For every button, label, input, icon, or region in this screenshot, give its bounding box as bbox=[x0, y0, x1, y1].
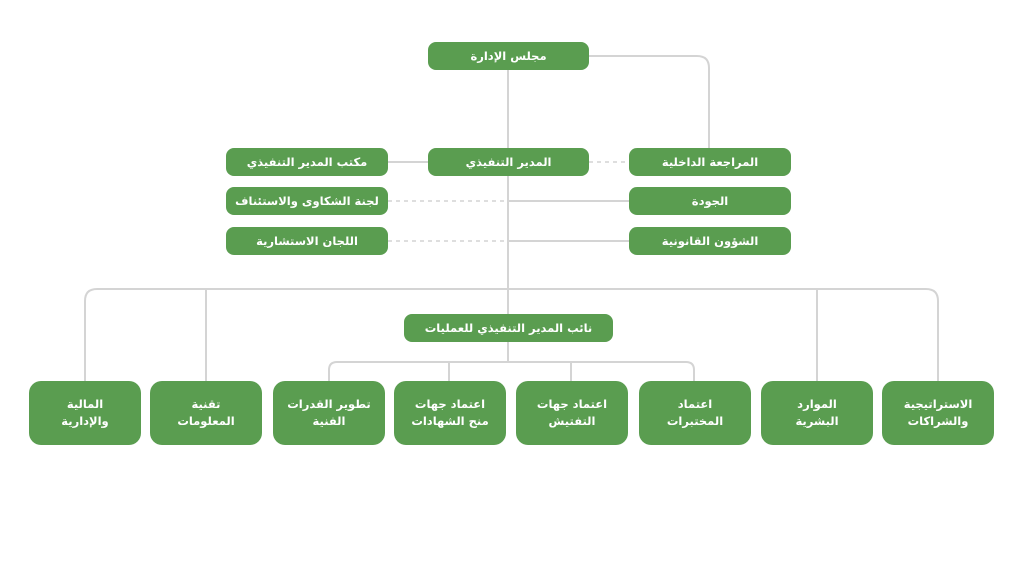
department-box: اعتماد جهات منح الشهادات bbox=[394, 381, 506, 445]
department-label: المالية والإدارية bbox=[61, 397, 109, 428]
right-unit-box: المراجعة الداخلية bbox=[629, 148, 791, 176]
department-box: تطوير القدرات الفنية bbox=[273, 381, 385, 445]
left-unit-box: مكتب المدير التنفيذي bbox=[226, 148, 388, 176]
department-label: الموارد البشرية bbox=[795, 397, 839, 428]
executive-director-label: المدير التنفيذي bbox=[465, 154, 552, 169]
deputy-box: نائب المدير التنفيذي للعمليات bbox=[404, 314, 613, 342]
department-label: اعتماد المختبرات bbox=[666, 397, 724, 428]
department-box: الموارد البشرية bbox=[761, 381, 873, 445]
department-label: اعتماد جهات التفتيش bbox=[536, 397, 608, 428]
executive-director-box: المدير التنفيذي bbox=[428, 148, 589, 176]
left-unit-label: لجنة الشكاوى والاستئناف bbox=[235, 193, 379, 208]
right-unit-label: المراجعة الداخلية bbox=[661, 154, 759, 169]
department-box: تقنية المعلومات bbox=[150, 381, 262, 445]
left-unit-label: اللجان الاستشارية bbox=[256, 233, 358, 248]
left-unit-box: اللجان الاستشارية bbox=[226, 227, 388, 255]
right-unit-box: الشؤون القانونية bbox=[629, 227, 791, 255]
board-to-audit-line bbox=[589, 55, 710, 148]
right-unit-label: الشؤون القانونية bbox=[661, 233, 759, 248]
department-label: تطوير القدرات الفنية bbox=[287, 397, 371, 428]
department-box: اعتماد المختبرات bbox=[639, 381, 751, 445]
board-label: مجلس الإدارة bbox=[470, 48, 547, 63]
department-box: الاستراتيجية والشراكات bbox=[882, 381, 994, 445]
department-box: اعتماد جهات التفتيش bbox=[516, 381, 628, 445]
right-unit-box: الجودة bbox=[629, 187, 791, 215]
deputy-label: نائب المدير التنفيذي للعمليات bbox=[424, 320, 593, 335]
department-box: المالية والإدارية bbox=[29, 381, 141, 445]
left-unit-label: مكتب المدير التنفيذي bbox=[246, 154, 368, 169]
department-label: تقنية المعلومات bbox=[177, 397, 235, 428]
right-unit-label: الجودة bbox=[691, 193, 729, 208]
department-label: اعتماد جهات منح الشهادات bbox=[411, 397, 489, 428]
left-unit-box: لجنة الشكاوى والاستئناف bbox=[226, 187, 388, 215]
top-branch-line bbox=[84, 288, 939, 381]
bottom-branch-line bbox=[328, 361, 695, 381]
board-box: مجلس الإدارة bbox=[428, 42, 589, 70]
department-label: الاستراتيجية والشراكات bbox=[903, 397, 973, 428]
